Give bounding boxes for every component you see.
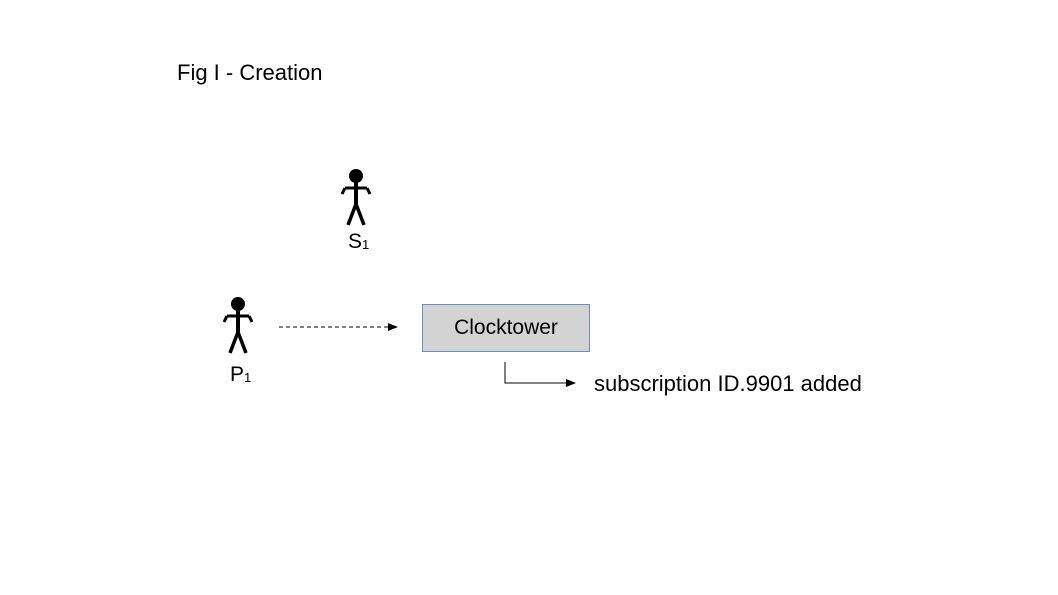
figure-title: Fig I - Creation xyxy=(177,60,323,85)
subscriber-label-letter: S xyxy=(348,230,363,253)
subscription-result-text: subscription ID.9901 added xyxy=(594,371,862,396)
clocktower-label: Clocktower xyxy=(454,316,558,339)
clocktower-to-result-arrow xyxy=(504,362,576,387)
clocktower-node: Clocktower xyxy=(422,304,590,352)
subscriber-label-index: 1 xyxy=(362,237,370,252)
provider-label-letter: P xyxy=(230,363,245,386)
subscriber-label: S1 xyxy=(348,230,369,257)
subscriber-actor-icon xyxy=(340,169,372,226)
provider-label: P1 xyxy=(230,363,251,390)
provider-actor-icon xyxy=(222,297,254,354)
provider-label-index: 1 xyxy=(244,370,252,385)
